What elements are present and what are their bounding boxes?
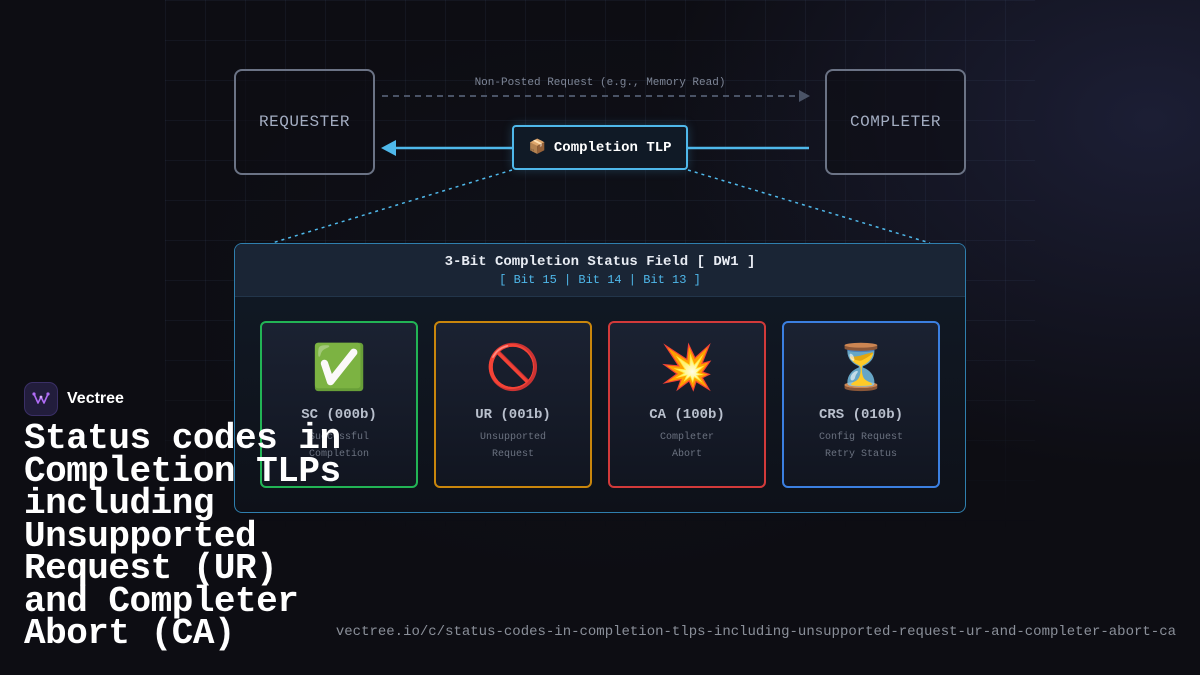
status-card-ca: 💥 CA (100b) Completer Abort xyxy=(608,321,766,488)
status-field-panel: 3-Bit Completion Status Field [ DW1 ] [ … xyxy=(234,243,966,513)
status-card-sc: ✅ SC (000b) Successful Completion xyxy=(260,321,418,488)
request-label: Non-Posted Request (e.g., Memory Read) xyxy=(474,77,726,89)
status-description: Unsupported Request xyxy=(443,429,583,463)
check-mark-icon: ✅ xyxy=(311,342,367,393)
status-code: CRS (010b) xyxy=(818,407,903,423)
status-description-line: Completer xyxy=(659,432,714,443)
status-code: UR (001b) xyxy=(475,407,551,423)
completer-node: COMPLETER xyxy=(825,69,966,175)
vectree-logo-icon xyxy=(24,382,58,416)
collision-icon: 💥 xyxy=(659,342,715,393)
status-code: CA (100b) xyxy=(649,407,725,423)
status-field-title: 3-Bit Completion Status Field [ DW1 ] xyxy=(444,253,756,270)
status-description-line: Unsupported xyxy=(479,432,546,443)
page-url[interactable]: vectree.io/c/status-codes-in-completion-… xyxy=(335,624,1176,640)
status-description-line: Config Request xyxy=(818,432,903,443)
completion-arrow-head xyxy=(381,140,396,156)
status-card-crs: ⏳ CRS (010b) Config Request Retry Status xyxy=(782,321,940,488)
completion-tlp-label: Completion TLP xyxy=(553,139,672,156)
status-description-line: Successful xyxy=(308,432,369,443)
status-description: Config Request Retry Status xyxy=(791,429,931,463)
page-title: Status codes in Completion TLPs includin… xyxy=(24,418,341,654)
status-description-line: Request xyxy=(491,449,534,460)
completer-label: COMPLETER xyxy=(850,113,941,131)
requester-node: REQUESTER xyxy=(234,69,375,175)
status-description: Successful Completion xyxy=(269,429,409,463)
status-field-header: 3-Bit Completion Status Field [ DW1 ] [ … xyxy=(235,244,965,297)
zoom-line-right xyxy=(687,169,931,244)
status-description: Completer Abort xyxy=(617,429,757,463)
completion-tlp-box: 📦 Completion TLP xyxy=(512,125,688,170)
status-description-line: Abort xyxy=(671,449,702,460)
brand: Vectree xyxy=(24,382,124,416)
package-icon: 📦 xyxy=(528,140,546,156)
requester-label: REQUESTER xyxy=(259,113,350,131)
status-field-bits: [ Bit 15 | Bit 14 | Bit 13 ] xyxy=(499,272,701,287)
status-code: SC (000b) xyxy=(301,407,377,423)
status-description-line: Completion xyxy=(308,449,369,460)
request-arrow-head xyxy=(799,90,810,102)
zoom-line-left xyxy=(271,169,513,244)
status-description-line: Retry Status xyxy=(824,449,897,460)
status-cards: ✅ SC (000b) Successful Completion 🚫 UR (… xyxy=(260,321,940,488)
prohibited-icon: 🚫 xyxy=(485,342,541,393)
status-card-ur: 🚫 UR (001b) Unsupported Request xyxy=(434,321,592,488)
brand-name: Vectree xyxy=(67,390,124,407)
hourglass-icon: ⏳ xyxy=(833,342,889,393)
